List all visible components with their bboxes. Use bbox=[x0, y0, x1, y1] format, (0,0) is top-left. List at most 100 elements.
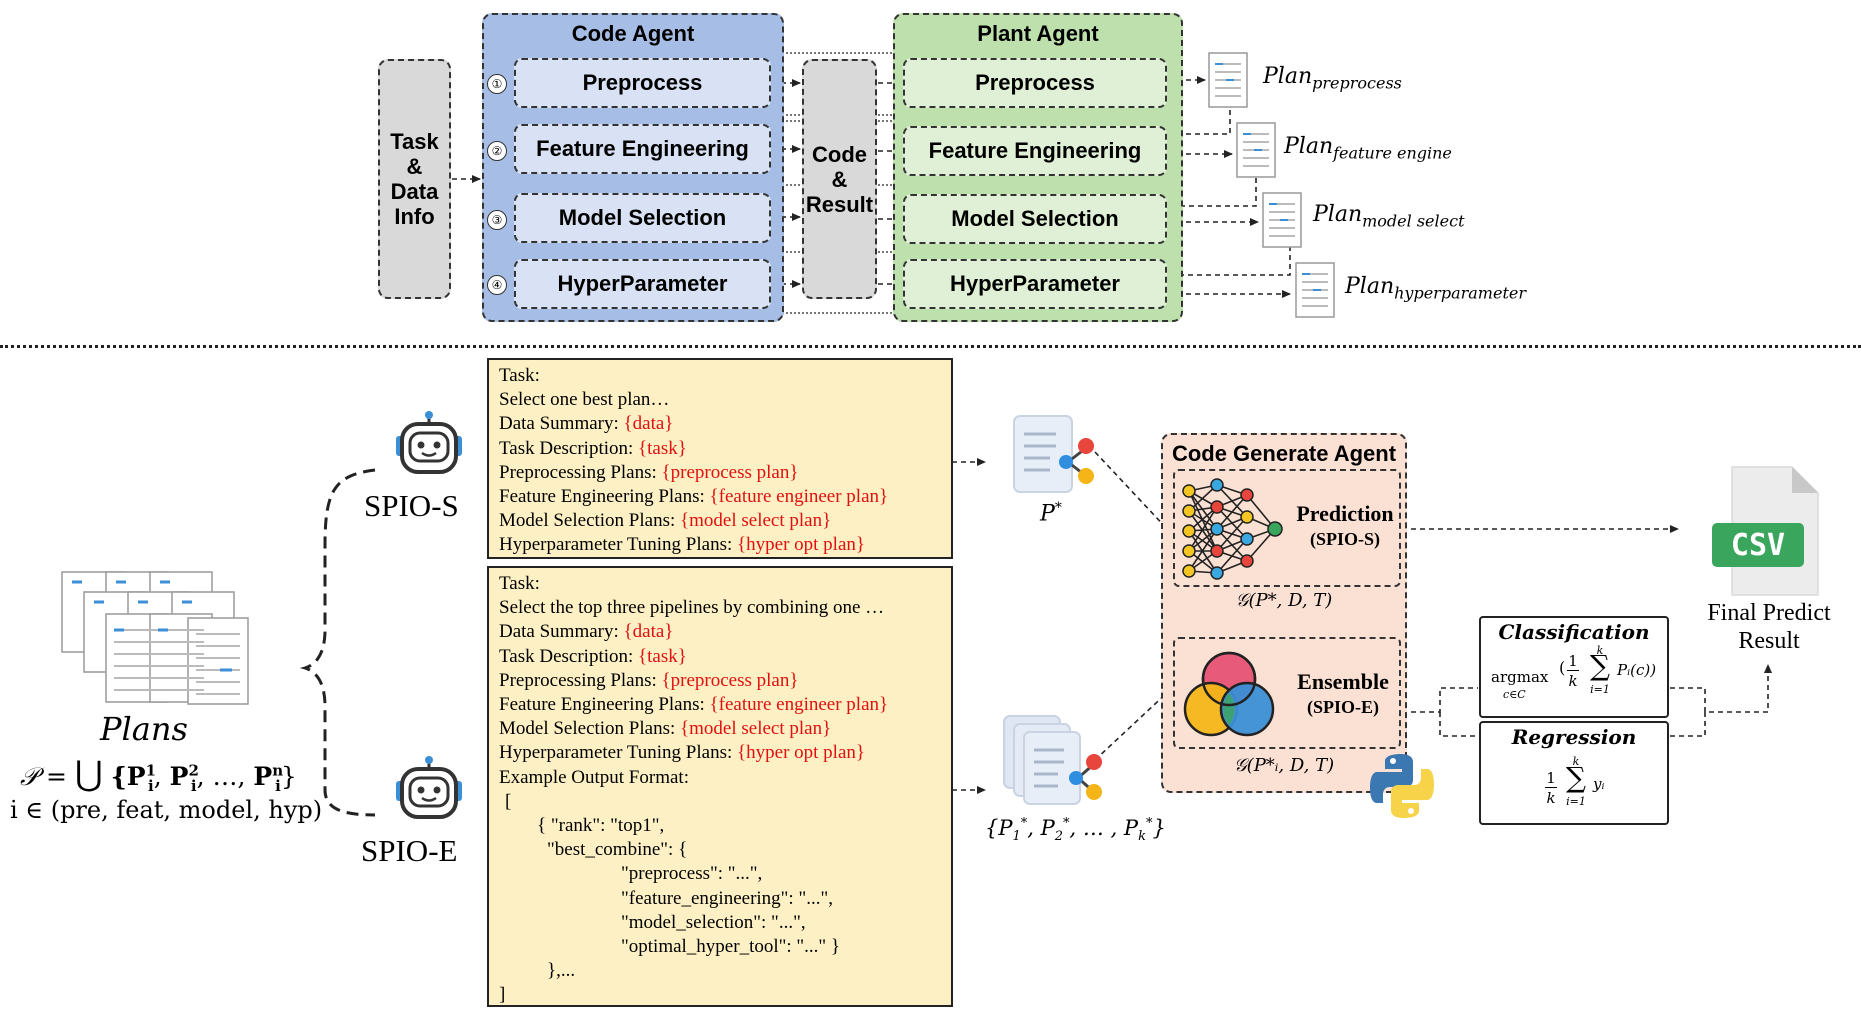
step-number-2: ② bbox=[487, 141, 507, 161]
plant-step-hyperparameter: HyperParameter bbox=[903, 259, 1167, 309]
cga-title: Code Generate Agent bbox=[1171, 441, 1397, 466]
plan-feature-engine-label: Planfeature engine bbox=[1284, 134, 1452, 163]
csv-file-icon bbox=[1712, 466, 1819, 596]
document-icon bbox=[1295, 262, 1335, 318]
paren-open: ( bbox=[1559, 658, 1566, 677]
regression-title: Regression bbox=[1511, 725, 1637, 749]
document-icon bbox=[1208, 52, 1248, 108]
prompt-line: Model Selection Plans: {model select pla… bbox=[499, 718, 832, 740]
prompt-spio-e: Task: Select the top three pipelines by c… bbox=[487, 566, 953, 1007]
class-sum-top: k bbox=[1596, 644, 1604, 657]
prompt-line: Task: bbox=[499, 365, 540, 386]
code-agent-title: Code Agent bbox=[571, 21, 695, 46]
classification-box: Classification argmax c∈C ( 1 k k ∑ i=1 … bbox=[1479, 616, 1669, 718]
robot-icon bbox=[396, 411, 462, 474]
plan-preprocess-label: Planpreprocess bbox=[1263, 64, 1402, 93]
sum-icon: ∑ bbox=[1590, 649, 1610, 682]
argmax-sub: c∈C bbox=[1503, 688, 1526, 701]
python-logo-icon bbox=[1370, 754, 1434, 818]
code-step-preprocess: Preprocess bbox=[514, 58, 771, 108]
prompt-line: [ bbox=[505, 790, 512, 812]
prompt-spio-s: Task: Select one best plan…Data Summary: … bbox=[487, 358, 953, 559]
prompt-line: Data Summary: {data} bbox=[499, 621, 674, 643]
plans-index: i ∈ (pre, feat, model, hyp) bbox=[10, 796, 323, 824]
code-step-hyperparameter: HyperParameter bbox=[514, 259, 771, 309]
plan-model-select-label: Planmodel select bbox=[1313, 202, 1465, 231]
argmax-label: argmax bbox=[1491, 668, 1549, 686]
step-number-1: ① bbox=[487, 74, 507, 94]
class-term: Pᵢ(c)) bbox=[1617, 661, 1657, 679]
classification-title: Classification bbox=[1498, 620, 1650, 644]
share-document-icon bbox=[1013, 415, 1094, 493]
prediction-formula: 𝒢(P*, D, T) bbox=[1235, 590, 1333, 611]
robot-icon bbox=[396, 756, 462, 819]
ensemble-sub-label: (SPIO-E) bbox=[1307, 697, 1379, 717]
class-sum-bot: i=1 bbox=[1590, 683, 1610, 696]
spio-s-label: SPIO-S bbox=[364, 488, 459, 523]
prompt-line: Example Output Format: bbox=[499, 766, 689, 788]
csv-label: CSV bbox=[1730, 527, 1786, 563]
p-set-label: {P1*, P2*, … , Pk*} bbox=[985, 816, 1166, 845]
prediction-sub-label: (SPIO-S) bbox=[1309, 529, 1380, 549]
plant-step-preprocess: Preprocess bbox=[903, 58, 1167, 108]
prompt-line: "preprocess": "...", bbox=[621, 863, 763, 885]
prompt-line: { "rank": "top1", bbox=[537, 815, 665, 837]
prediction-label: Prediction bbox=[1296, 501, 1394, 526]
spio-e-label: SPIO-E bbox=[361, 833, 458, 868]
prompt-line: "model_selection": "...", bbox=[621, 911, 806, 933]
p-star-label: P* bbox=[1040, 500, 1062, 527]
step-number-4: ④ bbox=[487, 275, 507, 295]
prompt-line: Preprocessing Plans: {preprocess plan} bbox=[499, 669, 799, 691]
reg-sum-top: k bbox=[1572, 755, 1580, 768]
venn-diagram-icon bbox=[1183, 651, 1275, 737]
plant-step-feature-engineering: Feature Engineering bbox=[903, 126, 1167, 176]
plant-step-model-selection: Model Selection bbox=[903, 194, 1167, 244]
plant-agent-title: Plant Agent bbox=[977, 21, 1099, 46]
code-result-box: Code & Result bbox=[802, 59, 877, 299]
prompt-line: Select the top three pipelines by combin… bbox=[499, 597, 885, 619]
prompt-line: Data Summary: {data} bbox=[499, 413, 674, 435]
prompt-line: Task Description: {task} bbox=[499, 437, 687, 459]
section-divider bbox=[0, 345, 1861, 348]
sum-icon: ∑ bbox=[1566, 761, 1586, 794]
prompt-line: Feature Engineering Plans: {feature engi… bbox=[499, 486, 889, 508]
prompt-line: Task: bbox=[499, 573, 540, 594]
document-icon bbox=[61, 571, 249, 705]
share-document-icon bbox=[1003, 715, 1102, 805]
document-icon bbox=[1262, 192, 1302, 248]
neural-network-icon bbox=[1182, 478, 1283, 580]
code-step-model-selection: Model Selection bbox=[514, 193, 771, 243]
class-frac-num: 1 bbox=[1567, 652, 1579, 671]
prompt-line: Hyperparameter Tuning Plans: {hyper opt … bbox=[499, 534, 866, 556]
prompt-line: Preprocessing Plans: {preprocess plan} bbox=[499, 461, 799, 483]
plans-formula: 𝒫 = ⋃ {P1i, P2i, …, Pni} bbox=[20, 754, 297, 795]
prediction-box: Prediction (SPIO-S) bbox=[1173, 469, 1401, 587]
reg-frac-den: k bbox=[1546, 789, 1556, 807]
task-data-info-box: Task & Data Info bbox=[378, 59, 451, 299]
reg-frac-num: 1 bbox=[1545, 769, 1557, 788]
prompt-line: ] bbox=[499, 984, 506, 1006]
prompt-line: "feature_engineering": "...", bbox=[621, 887, 833, 909]
prompt-line: Select one best plan… bbox=[499, 389, 670, 411]
regression-box: Regression 1 k k ∑ i=1 yᵢ bbox=[1479, 721, 1669, 825]
prompt-line: "optimal_hyper_tool": "..." } bbox=[621, 936, 841, 958]
prompt-line: Hyperparameter Tuning Plans: {hyper opt … bbox=[499, 742, 866, 764]
code-step-feature-engineering: Feature Engineering bbox=[514, 124, 771, 174]
document-icon bbox=[1236, 122, 1276, 178]
ensemble-label: Ensemble bbox=[1297, 669, 1389, 694]
prompt-line: "best_combine": { bbox=[547, 839, 688, 861]
prompt-line: Task Description: {task} bbox=[499, 645, 687, 667]
prompt-line: Feature Engineering Plans: {feature engi… bbox=[499, 694, 889, 716]
code-generate-agent-panel: Code Generate Agent Prediction (SPIO-S) … bbox=[1161, 433, 1407, 793]
ensemble-formula: 𝒢(P*ᵢ, D, T) bbox=[1233, 755, 1335, 776]
plans-title: Plans bbox=[100, 710, 188, 748]
step-number-3: ③ bbox=[487, 210, 507, 230]
prompt-line: Model Selection Plans: {model select pla… bbox=[499, 510, 832, 532]
final-predict-result: Final Predict Result bbox=[1707, 600, 1831, 654]
ensemble-box: Ensemble (SPIO-E) bbox=[1173, 637, 1401, 749]
reg-term: yᵢ bbox=[1593, 775, 1605, 793]
plan-hyperparameter-label: Planhyperparameter bbox=[1345, 274, 1526, 303]
reg-sum-bot: i=1 bbox=[1566, 795, 1586, 808]
prompt-line: },... bbox=[547, 960, 576, 982]
